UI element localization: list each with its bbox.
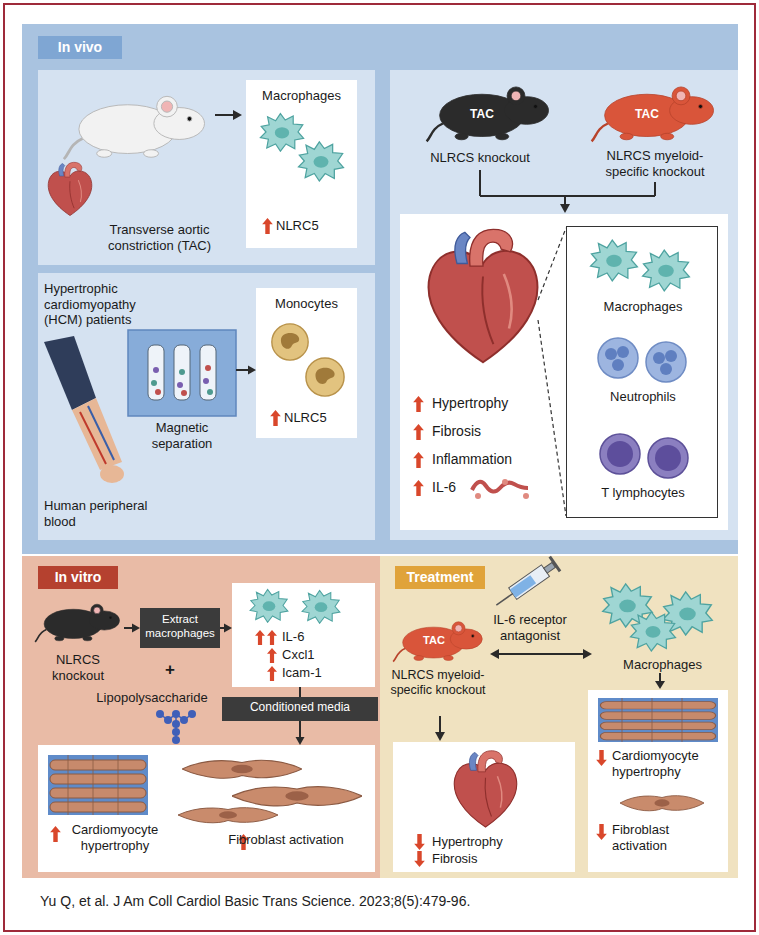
result-box: HypertrophyFibrosis — [393, 742, 575, 872]
in-vitro-panel: In vitroNLRCS knockout + Lipopolysaccharid… — [22, 556, 380, 878]
cell-label: T lymphocytes — [567, 485, 719, 501]
result-box: MacrophagesNLRC5 — [246, 80, 357, 248]
citation-caption: Yu Q, et al. J Am Coll Cardiol Basic Tra… — [40, 893, 730, 910]
strain-label: NLRCS myeloid-specific knockout — [386, 668, 490, 698]
strain-label: NLRCS knockout — [32, 652, 124, 683]
outcome-label: Fibrosis — [432, 423, 552, 440]
outcome-label: Fibrosis — [432, 851, 552, 867]
cell-box: MacrophagesNeutrophils T lymphocytes — [566, 226, 718, 518]
model-tag: TAC — [627, 107, 667, 121]
plus-sign: + — [160, 660, 180, 680]
cytokine-label: Cxcl1 — [282, 647, 362, 663]
treatment-panel: TreatmentIL-6 receptor antagonistTAC NLRC… — [380, 556, 738, 878]
method-label: Magnetic separation — [128, 420, 236, 451]
section-tag: In vivo — [38, 36, 122, 59]
step-box: Extract macrophages — [140, 608, 220, 648]
outcome-label: Inflammation — [432, 451, 552, 468]
outcome-label: IL-6 — [432, 479, 468, 496]
knockout-subpanel: TAC TAC NLRCS knockout NLRCS myeloid-specif… — [390, 70, 738, 540]
cell-label: Monocytes — [256, 296, 357, 312]
model-label: Transverse aortic constriction (TAC) — [92, 222, 227, 253]
step-box: Conditioned media — [222, 697, 378, 721]
outcome-label: Hypertrophy — [432, 395, 552, 412]
outcome-label: Hypertrophy — [432, 834, 552, 850]
cell-label: Macrophages — [567, 299, 719, 315]
step-label: Extract macrophages — [140, 613, 220, 641]
in-vivo-panel: In vivoTransverse aortic constriction (T… — [22, 24, 738, 554]
cell-label: Macrophages — [600, 657, 725, 673]
stimulus-label: Lipopolysaccharide — [90, 690, 214, 706]
cell-label: Neutrophils — [567, 389, 719, 405]
strain-label: NLRCS myeloid-specific knockout — [590, 148, 720, 179]
separation-box: Magnetic separation — [128, 330, 236, 456]
drug-label: IL-6 receptor antagonist — [478, 612, 582, 643]
outcome-label: Cardiomyocyte hypertrophy — [60, 822, 170, 853]
outcome-label: Fibroblast activation — [226, 832, 346, 848]
marker-label: NLRC5 — [284, 410, 354, 426]
result-box: HypertrophyFibrosisInflammationIL-6 Macro… — [400, 214, 728, 530]
outcome-label: Fibroblast activation — [612, 822, 724, 853]
section-tag: Treatment — [395, 566, 485, 589]
result-box: Cardiomyocyte hypertrophy Fibroblast acti… — [38, 745, 375, 872]
hcm-subpanel: Hypertrophic cardiomyopathy (HCM) patien… — [38, 273, 375, 540]
cytokine-label: IL-6 — [282, 629, 362, 645]
marker-label: NLRC5 — [276, 218, 354, 234]
outcome-label: Cardiomyocyte hypertrophy — [612, 748, 724, 779]
result-box: Cardiomyocyte hypertrophyFibroblast acti… — [588, 690, 728, 872]
result-box: IL-6Cxcl1Icam-1 — [232, 583, 375, 687]
cytokine-label: Icam-1 — [282, 665, 362, 681]
strain-label: NLRCS knockout — [420, 150, 540, 166]
cohort-label: Hypertrophic cardiomyopathy (HCM) patien… — [44, 281, 169, 328]
result-box: MonocytesNLRC5 — [256, 288, 357, 438]
cell-label: Macrophages — [246, 88, 357, 104]
model-tag: TAC — [414, 634, 454, 647]
model-tag: TAC — [462, 107, 502, 121]
step-label: Conditioned media — [222, 700, 378, 714]
sample-label: Human peripheral blood — [44, 498, 169, 529]
section-tag: In vitro — [38, 566, 118, 589]
tac-subpanel: Transverse aortic constriction (TAC) Macr… — [38, 70, 375, 265]
